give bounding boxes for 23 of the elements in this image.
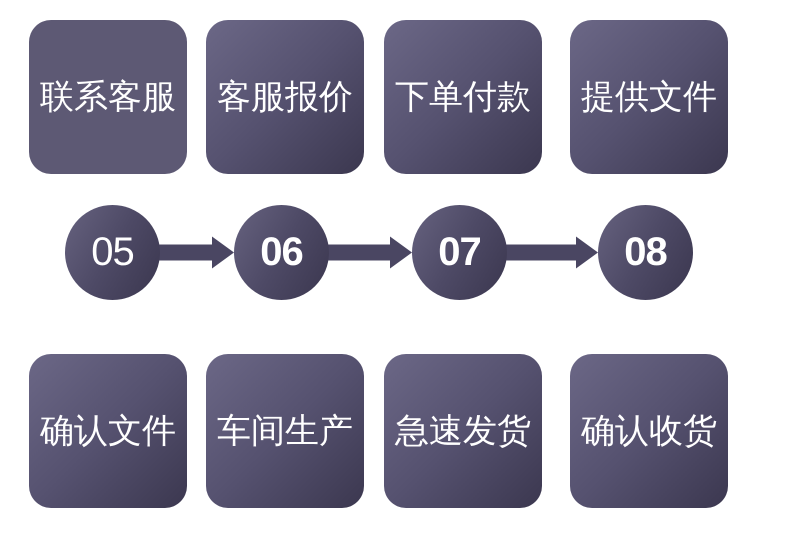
step-tile	[570, 20, 728, 174]
step-label: 确认文件	[40, 410, 176, 453]
arrow	[158, 236, 234, 268]
step-label: 提供文件	[581, 76, 717, 119]
step-label: 下单付款	[395, 76, 531, 119]
step-label: 联系客服	[40, 76, 176, 119]
step-label: 急速发货	[395, 410, 531, 453]
step-tile	[29, 20, 187, 174]
step-tile	[384, 20, 542, 174]
step-number: 05	[91, 230, 134, 275]
step-label: 车间生产	[217, 410, 353, 453]
step-tile	[29, 354, 187, 508]
step-tile	[206, 20, 364, 174]
arrow	[505, 236, 598, 268]
arrow	[327, 236, 412, 268]
step-tile	[570, 354, 728, 508]
step-number: 08	[624, 230, 667, 275]
step-tile	[384, 354, 542, 508]
step-number: 07	[438, 230, 481, 275]
step-number: 06	[260, 230, 303, 275]
step-label: 确认收货	[581, 410, 717, 453]
step-tile	[206, 354, 364, 508]
step-label: 客服报价	[217, 76, 353, 119]
